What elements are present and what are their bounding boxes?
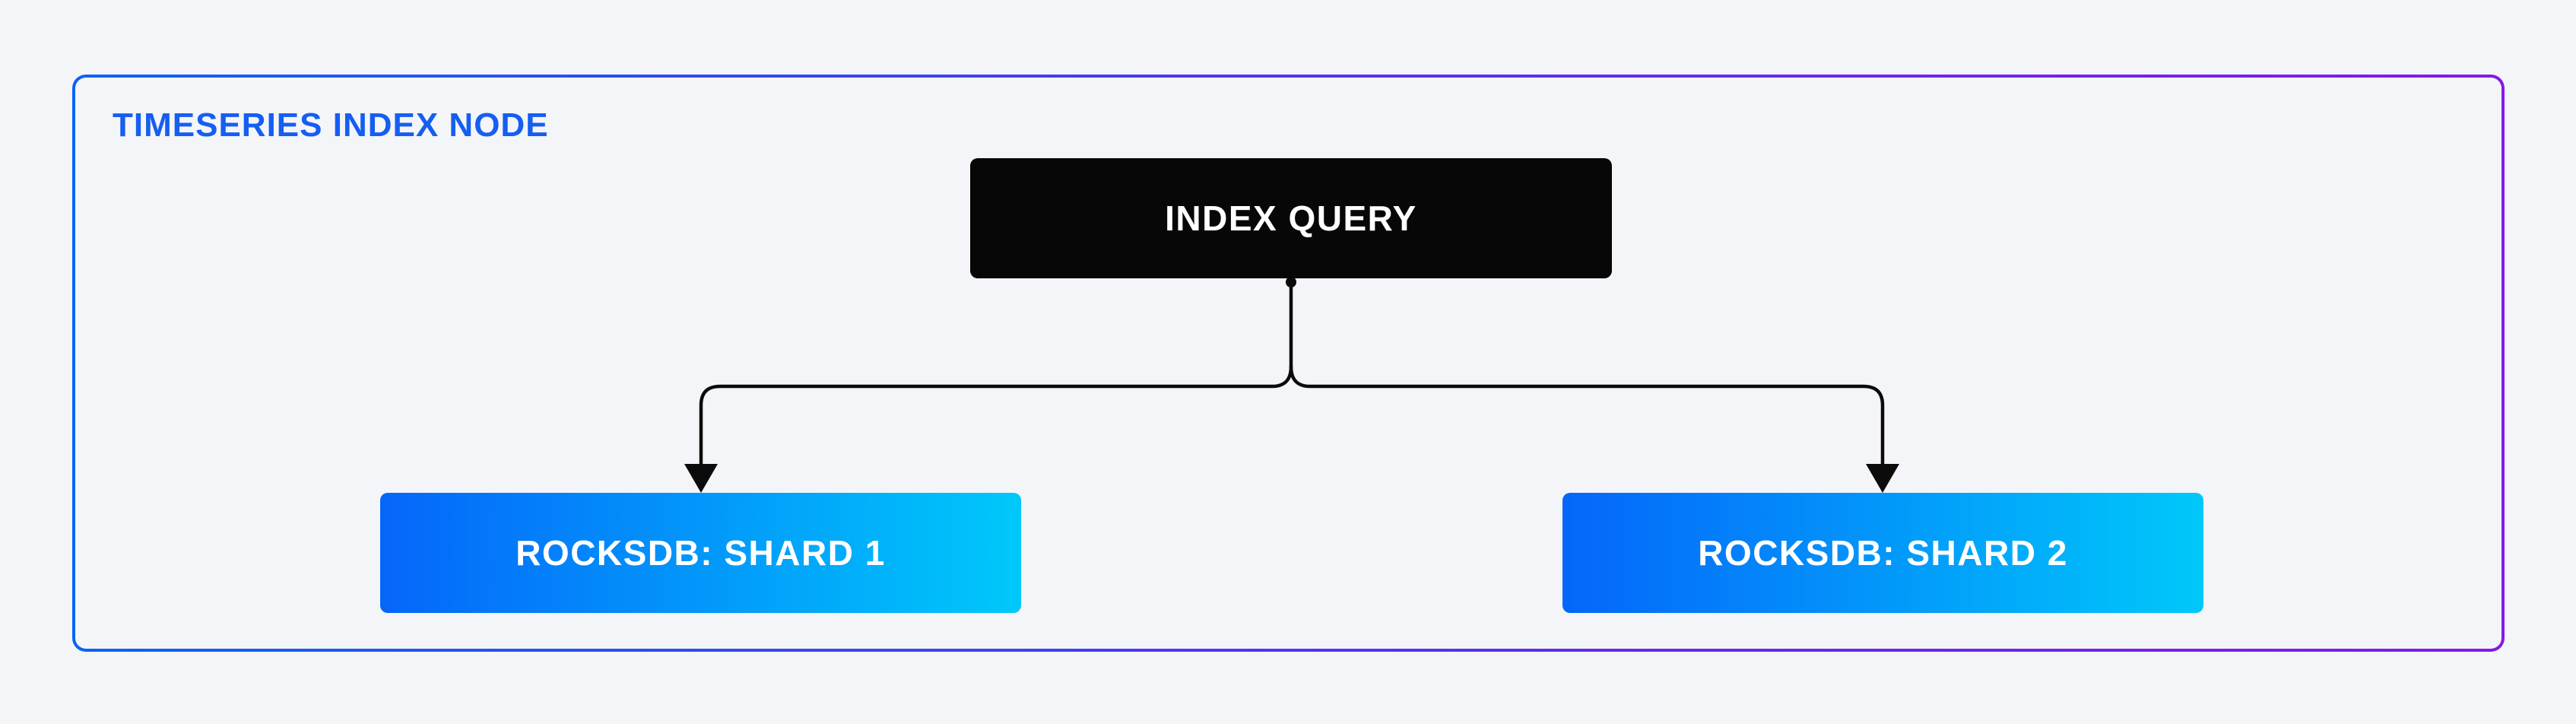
index-query-label: INDEX QUERY xyxy=(1165,198,1417,238)
rocksdb-shard-1-label: ROCKSDB: SHARD 1 xyxy=(516,533,886,573)
rocksdb-shard-2-label: ROCKSDB: SHARD 2 xyxy=(1698,533,2068,573)
index-query-node: INDEX QUERY xyxy=(970,158,1612,278)
rocksdb-shard-1-node: ROCKSDB: SHARD 1 xyxy=(380,493,1021,613)
rocksdb-shard-2-node: ROCKSDB: SHARD 2 xyxy=(1562,493,2203,613)
group-title: TIMESERIES INDEX NODE xyxy=(113,106,549,144)
